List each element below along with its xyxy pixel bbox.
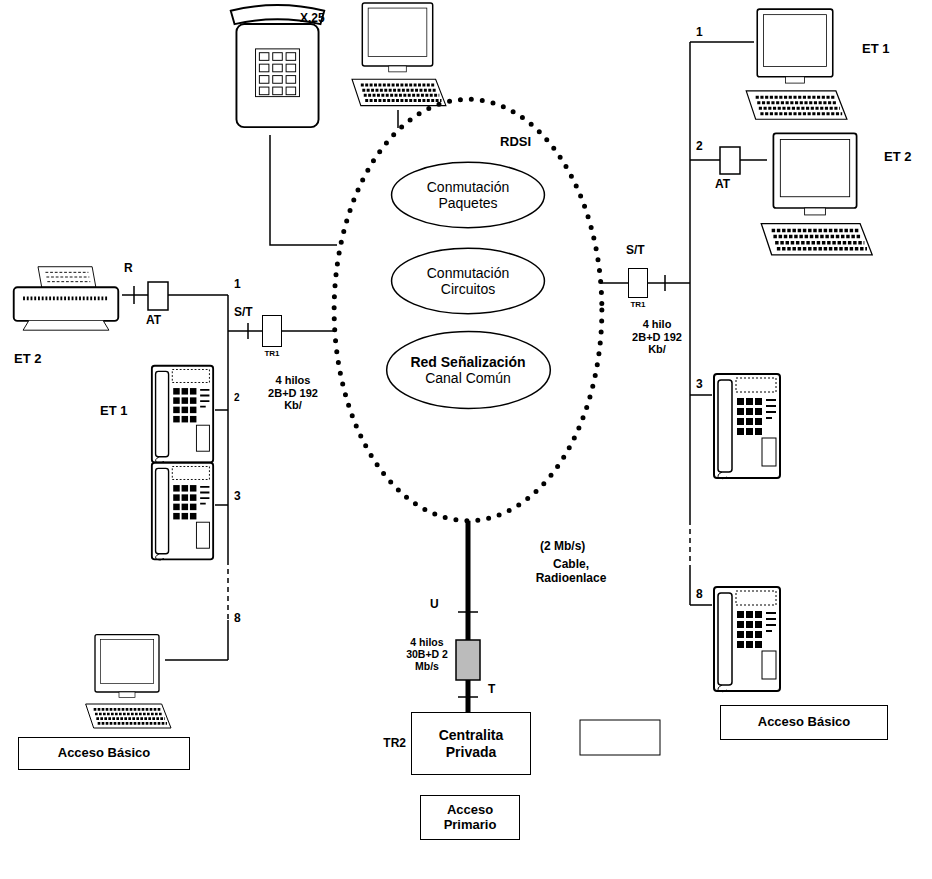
telephone [152,463,213,560]
x25-wire [397,110,399,128]
printer [14,267,119,330]
callout-label: T [488,683,495,697]
terminal-adapter [148,282,168,310]
callout-label: ET 1 [100,404,127,419]
callout-label: AT [715,178,730,192]
callout-label: ET 1 [862,42,889,57]
node-text: RDSI [500,135,531,150]
right-bus-dashed [689,520,691,570]
nt1-box: TR1 [262,315,282,347]
node-text: TR1 [630,300,645,309]
callout-label: 8 [234,612,241,626]
nt1-box: TR1 [628,268,648,298]
empty-box [580,720,660,755]
printer-wire [122,294,228,296]
caption-box: Acceso Primario [420,795,520,840]
line-spec: Cable, Radioenlace [528,558,614,586]
connector [466,521,471,712]
left-st-wire [228,330,262,332]
callout-label: AT [146,314,161,328]
telephone [714,587,780,692]
ellipse-outline [386,332,550,409]
caption-box: Acceso Básico [720,705,888,740]
pbx-box: TR2Centralita Privada [411,712,531,775]
callout-label: X.25 [300,12,325,26]
callout-label: S/T [234,306,253,320]
line-spec: 4 hilos 2B+D 192 Kb/ [268,374,318,412]
caption-box: Acceso Básico [18,737,190,770]
connector [282,330,335,332]
callout-label: 3 [696,378,703,392]
left-bus [227,295,229,660]
ellipse-outline [392,162,545,227]
switching-ellipse: Conmutación Circuitos [390,247,546,315]
telephone [152,366,213,463]
callout-label: 8 [696,588,703,602]
node-text: Red Señalización Canal Común [403,354,533,386]
node-text: Acceso Básico [758,715,851,730]
callout-label: ET 2 [14,352,41,367]
switching-ellipse: Conmutación Paquetes [390,161,546,229]
callout-label: R [124,262,133,276]
right-stubs [690,42,767,605]
node-text: Centralita Privada [419,727,523,759]
callout-label: 1 [234,278,241,292]
node-heading: TR2 [383,737,406,751]
line-spec: 4 hilos 30B+D 2 Mb/s [404,636,450,672]
connector [601,282,628,284]
nt1-primary-box [456,640,480,680]
node-text: Acceso Primario [428,803,512,833]
telephone [714,374,780,479]
network-ellipse: Conmutación PaquetesConmutación Circuito… [330,95,606,525]
computer [746,9,847,119]
computer [761,133,872,254]
line-spec: 4 hilo 2B+D 192 Kb/ [632,318,682,356]
callout-label: (2 Mb/s) [540,540,585,554]
left-bus-dashed [227,560,229,620]
signalling-ellipse: Red Señalización Canal Común [385,330,552,410]
node-text: Conmutación Paquetes [412,179,524,211]
callout-label: 1 [696,26,703,40]
fax-wire [270,135,337,245]
node-text: TR1 [264,349,279,358]
right-bus [689,42,691,605]
callout-label: 2 [234,392,240,404]
wires [122,42,767,697]
node-text: Conmutación Circuitos [412,265,524,297]
ellipse-outline [334,99,602,520]
ellipse-outline [392,248,545,313]
x25-computer [352,3,446,106]
computer [86,635,171,728]
fax-phone [231,5,325,127]
callout-label: 3 [234,490,241,504]
callout-label: S/T [626,244,645,258]
node-text: Acceso Básico [58,746,151,761]
reference-ticks [134,275,665,697]
terminal-adapter [720,147,740,174]
callout-label: U [430,598,439,612]
callout-label: ET 2 [884,150,911,165]
right-st-wire [648,282,690,284]
callout-label: 2 [696,140,703,154]
